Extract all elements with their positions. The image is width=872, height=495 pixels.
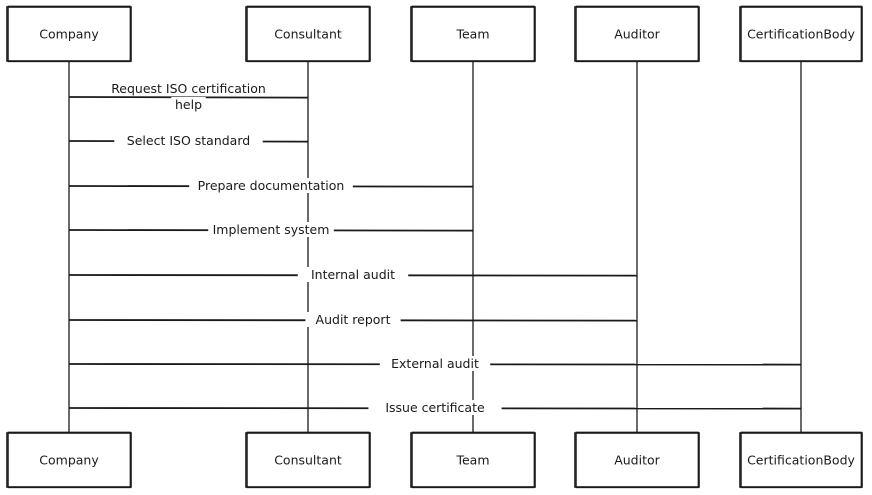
participant-box — [574, 432, 700, 488]
participant-box — [410, 432, 536, 488]
participant-certificationbody-bottom: CertificationBody — [739, 431, 863, 489]
participant-box-outline — [740, 5, 862, 63]
participant-label: Consultant — [274, 453, 342, 468]
participant-box-outline — [246, 431, 370, 489]
participant-label: Company — [39, 453, 99, 468]
message-3: Prepare documentation — [68, 178, 474, 193]
participant-box-outline — [246, 5, 370, 63]
participants-bottom: Company Consultant Team Auditor Certificatio… — [6, 431, 863, 489]
participant-box — [245, 6, 371, 62]
participant-box — [410, 6, 536, 62]
message-label: Implement system — [213, 222, 330, 237]
participant-box — [6, 432, 132, 488]
participant-box-outline — [411, 431, 535, 489]
participant-label: CertificationBody — [747, 27, 855, 42]
participants-top: Company Consultant Team Auditor Certificatio… — [6, 5, 863, 63]
participant-consultant-bottom: Consultant — [245, 431, 371, 489]
participant-auditor-top: Auditor — [574, 5, 700, 63]
message-label-background — [208, 222, 334, 237]
message-8: Issue certificate — [68, 400, 802, 415]
participant-label: CertificationBody — [747, 453, 855, 468]
participant-box — [739, 6, 863, 62]
message-label-background — [305, 312, 401, 327]
message-label-background — [114, 133, 263, 148]
participant-consultant-top: Consultant — [245, 5, 371, 63]
message-label: Audit report — [316, 312, 391, 327]
message-label: External audit — [391, 356, 479, 371]
participant-box — [574, 6, 700, 62]
message-label: Request ISO certification — [111, 81, 266, 96]
message-2: Select ISO standard — [68, 133, 309, 148]
message-label-background — [171, 97, 206, 112]
message-7: External audit — [68, 356, 802, 371]
participant-team-top: Team — [410, 5, 536, 63]
participant-label: Team — [455, 453, 489, 468]
participant-team-bottom: Team — [410, 431, 536, 489]
message-label-background — [368, 400, 502, 415]
participant-company-bottom: Company — [6, 431, 132, 489]
message-label: Prepare documentation — [198, 178, 345, 193]
message-label: Issue certificate — [385, 400, 485, 415]
message-label-background — [189, 178, 353, 193]
participant-box-outline — [411, 5, 535, 63]
participant-box — [739, 432, 863, 488]
participant-auditor-bottom: Auditor — [574, 431, 700, 489]
message-label-background — [91, 81, 286, 96]
message-5: Internal audit — [68, 267, 638, 282]
message-label: help — [175, 97, 202, 112]
participant-label: Team — [455, 27, 489, 42]
participant-box — [245, 432, 371, 488]
message-label-background — [297, 267, 409, 282]
participant-box-outline — [575, 5, 699, 63]
participant-box-outline — [7, 431, 131, 489]
message-6: Audit report — [68, 312, 638, 327]
participant-label: Consultant — [274, 27, 342, 42]
participant-company-top: Company — [6, 5, 132, 63]
message-label: Internal audit — [311, 267, 395, 282]
lifelines — [68, 61, 802, 433]
participant-label: Company — [39, 27, 99, 42]
participant-box-outline — [7, 5, 131, 63]
participant-certificationbody-top: CertificationBody — [739, 5, 863, 63]
participant-box-outline — [740, 431, 862, 489]
message-label: Select ISO standard — [127, 133, 250, 148]
message-label-background — [379, 356, 491, 371]
message-4: Implement system — [68, 222, 474, 237]
participant-label: Auditor — [614, 453, 660, 468]
participant-label: Auditor — [614, 27, 660, 42]
participant-box-outline — [575, 431, 699, 489]
participant-box — [6, 6, 132, 62]
